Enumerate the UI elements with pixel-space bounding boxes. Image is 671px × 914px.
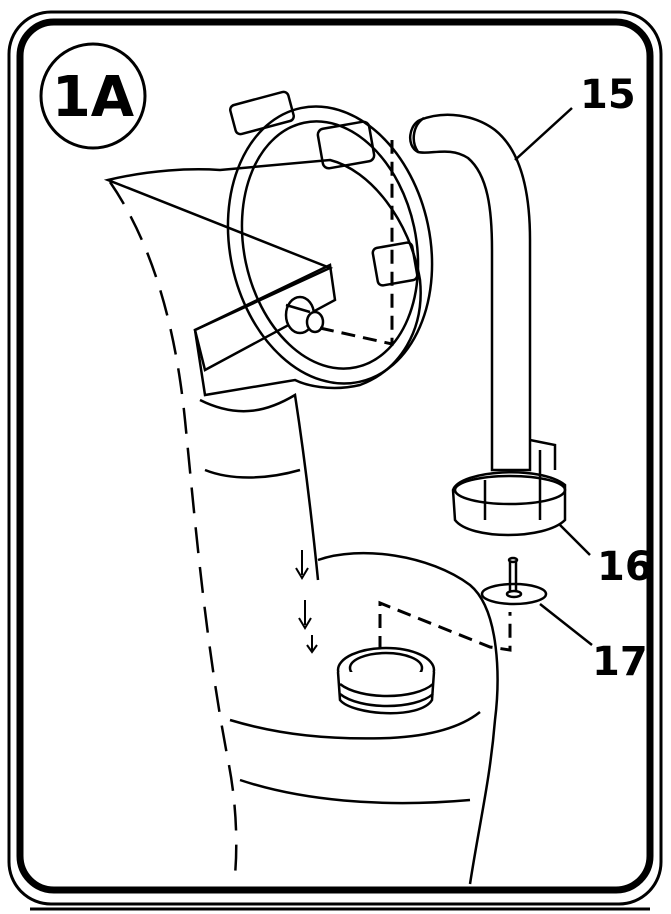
- threaded-neck: [336, 646, 436, 715]
- motor-head: [103, 90, 434, 397]
- step-badge: 1A: [39, 42, 147, 150]
- frame-inner: [16, 18, 654, 894]
- appliance-body: [108, 181, 499, 885]
- collar-part-16: [451, 438, 567, 537]
- callout-17: 17: [592, 639, 648, 685]
- frame-outer: [7, 10, 663, 906]
- washer-part-17: [480, 556, 548, 606]
- alignment-line-upper: [319, 140, 394, 346]
- insert-arrows: [295, 550, 318, 654]
- tube-part-15: [409, 113, 532, 472]
- step-label: 1A: [52, 65, 135, 130]
- callout-16: 16: [597, 544, 653, 590]
- alignment-line-lower: [378, 600, 512, 672]
- callout-15: 15: [580, 72, 636, 118]
- leader-lines: [514, 107, 593, 646]
